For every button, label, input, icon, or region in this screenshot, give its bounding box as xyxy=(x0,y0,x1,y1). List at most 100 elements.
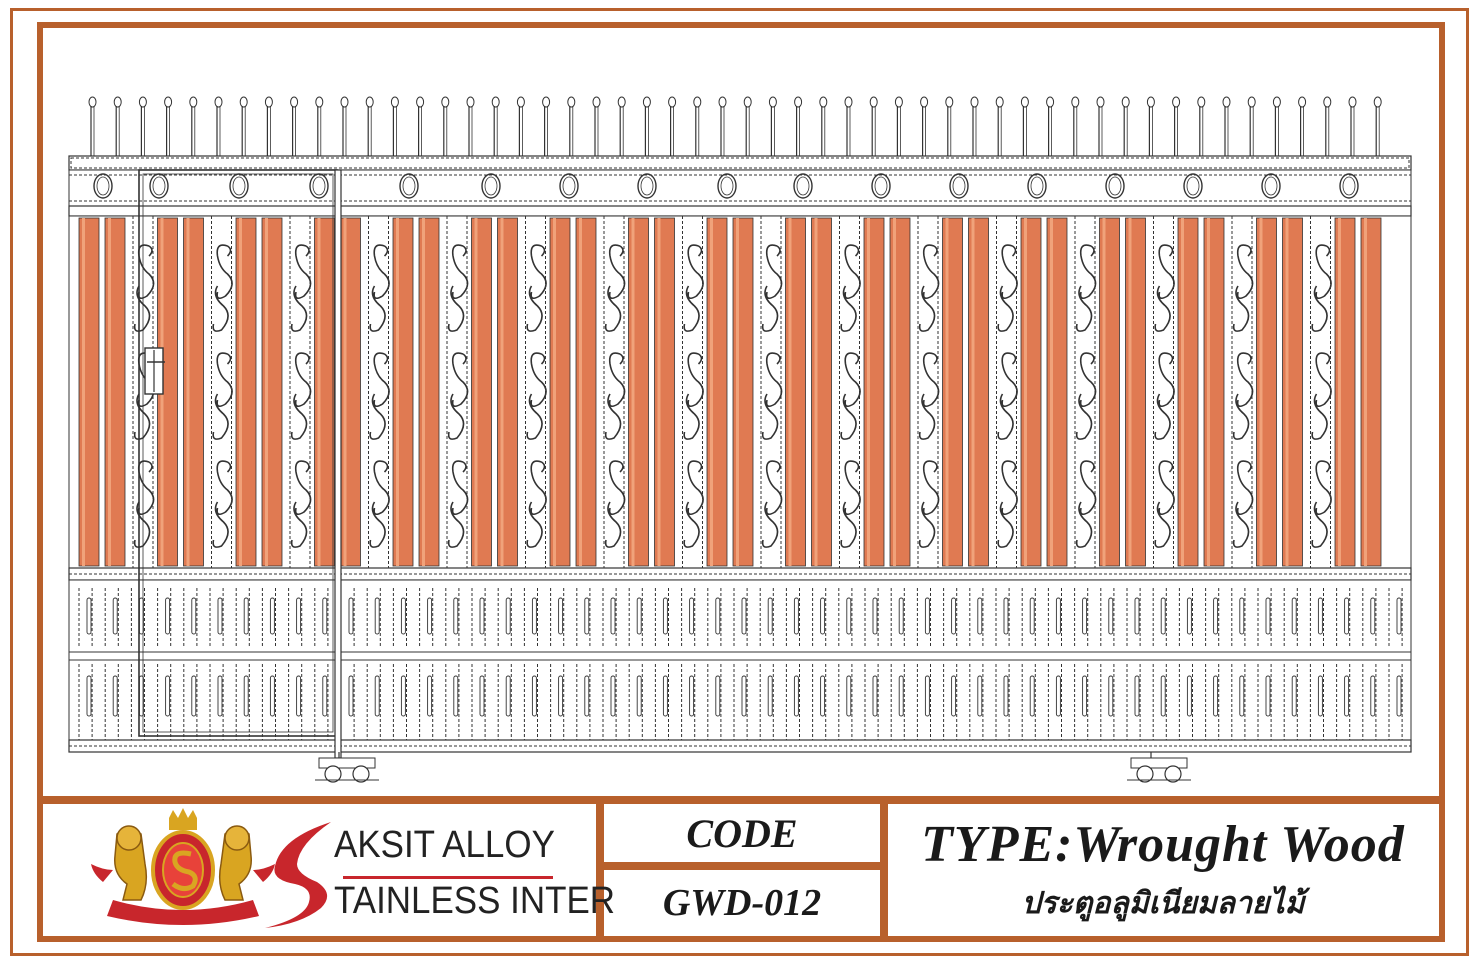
scroll-ornament xyxy=(1311,460,1332,548)
bottom-slot xyxy=(322,597,328,635)
decor-ring xyxy=(1264,176,1278,196)
decor-ring xyxy=(559,173,579,199)
bottom-slot xyxy=(584,675,590,717)
spear-finial xyxy=(315,96,324,108)
spear-finial xyxy=(416,96,425,108)
decor-ring xyxy=(232,176,246,196)
spear-finial xyxy=(592,96,601,108)
wood-slat-highlight xyxy=(108,218,111,566)
decor-ring xyxy=(1030,176,1044,196)
wood-slat-highlight xyxy=(1207,218,1210,566)
decor-ring xyxy=(399,173,419,199)
bottom-slot xyxy=(1003,675,1009,717)
top-rail-inner xyxy=(70,157,1410,169)
wood-slat-highlight xyxy=(343,218,347,566)
wood-slat-highlight xyxy=(736,218,739,566)
scroll-ornament xyxy=(997,244,1018,332)
spear-finial xyxy=(1272,96,1281,108)
scroll-ornament xyxy=(1154,460,1175,548)
wood-slat-highlight xyxy=(945,218,949,566)
scroll-ornament xyxy=(290,352,312,440)
spear-finial xyxy=(1298,96,1307,108)
wood-slat-highlight xyxy=(396,218,399,566)
bottom-slot xyxy=(1186,675,1192,717)
bottom-slot xyxy=(977,675,983,717)
bottom-slot xyxy=(636,597,642,635)
spear-finial xyxy=(1323,96,1332,108)
title-block-col-divider xyxy=(596,804,604,936)
decor-ring xyxy=(1339,173,1359,199)
bottom-slot xyxy=(112,597,118,635)
spear-finial xyxy=(239,96,248,108)
spear-finial xyxy=(441,96,450,108)
gate-wheel xyxy=(1136,765,1154,783)
spear-finial xyxy=(693,96,702,108)
spear-finial xyxy=(1222,96,1231,108)
bottom-slot xyxy=(741,597,747,635)
decor-ring xyxy=(1108,176,1122,196)
bottom-slot xyxy=(610,597,616,635)
scroll-ornament xyxy=(997,460,1018,548)
spear-finial xyxy=(214,96,223,108)
bottom-slot xyxy=(348,597,354,635)
decor-ring xyxy=(796,176,810,196)
bottom-slot xyxy=(217,597,223,635)
scroll-ornament xyxy=(761,460,783,548)
bottom-slot xyxy=(296,675,302,717)
scroll-ornament xyxy=(918,244,940,332)
decor-ring xyxy=(949,173,969,199)
company-logo: AKSIT ALLOY TAINLESS INTER xyxy=(43,804,615,936)
bottom-slot xyxy=(846,675,852,717)
wheel-housing xyxy=(318,757,376,769)
bottom-slot xyxy=(872,597,878,635)
bottom-slot xyxy=(741,675,747,717)
bottom-slot xyxy=(1082,597,1088,635)
wood-slat-highlight xyxy=(1181,218,1184,566)
scroll-ornament xyxy=(918,460,940,548)
scroll-ornament xyxy=(840,244,861,332)
bottom-slot xyxy=(636,675,642,717)
scroll-ornament xyxy=(840,460,861,548)
spear-finial xyxy=(390,96,399,108)
scroll-ornament xyxy=(212,352,233,440)
spear-finial xyxy=(1197,96,1206,108)
decor-ring xyxy=(96,176,110,196)
scroll-ornament xyxy=(447,352,469,440)
spear-finial xyxy=(995,96,1004,108)
bottom-slot xyxy=(793,675,799,717)
decor-ring xyxy=(637,173,657,199)
bottom-slot xyxy=(689,675,695,717)
bottom-slot xyxy=(1082,675,1088,717)
decor-ring xyxy=(871,173,891,199)
spear-finial xyxy=(894,96,903,108)
scroll-ornament xyxy=(1075,244,1097,332)
bottom-slot xyxy=(662,675,668,717)
bottom-slot xyxy=(505,675,511,717)
bottom-slot xyxy=(846,597,852,635)
bottom-slot xyxy=(793,597,799,635)
scroll-ornament xyxy=(447,244,469,332)
gate-drawing xyxy=(43,28,1439,796)
bottom-slot xyxy=(1160,675,1166,717)
bottom-slot xyxy=(1265,675,1271,717)
scroll-ornament xyxy=(761,244,783,332)
bottom-slot xyxy=(924,675,930,717)
wood-slat-highlight xyxy=(1338,218,1341,566)
wood-slat-highlight xyxy=(1285,218,1289,566)
scroll-ornament xyxy=(1311,244,1332,332)
bottom-slot xyxy=(86,675,92,717)
decor-ring xyxy=(1105,173,1125,199)
spear-finial xyxy=(794,96,803,108)
scroll-ornament xyxy=(918,352,940,440)
wood-slat-highlight xyxy=(186,218,190,566)
decor-ring xyxy=(793,173,813,199)
wood-slat-highlight xyxy=(893,218,896,566)
decor-ring xyxy=(1183,173,1203,199)
bottom-slot xyxy=(977,597,983,635)
bottom-slot xyxy=(1317,597,1323,635)
decor-ring xyxy=(562,176,576,196)
type-thai-label: ประตูอลูมิเนียมลายไม้ xyxy=(1021,885,1305,921)
bottom-slot xyxy=(820,597,826,635)
bottom-slot xyxy=(951,597,957,635)
bottom-slot xyxy=(243,597,249,635)
